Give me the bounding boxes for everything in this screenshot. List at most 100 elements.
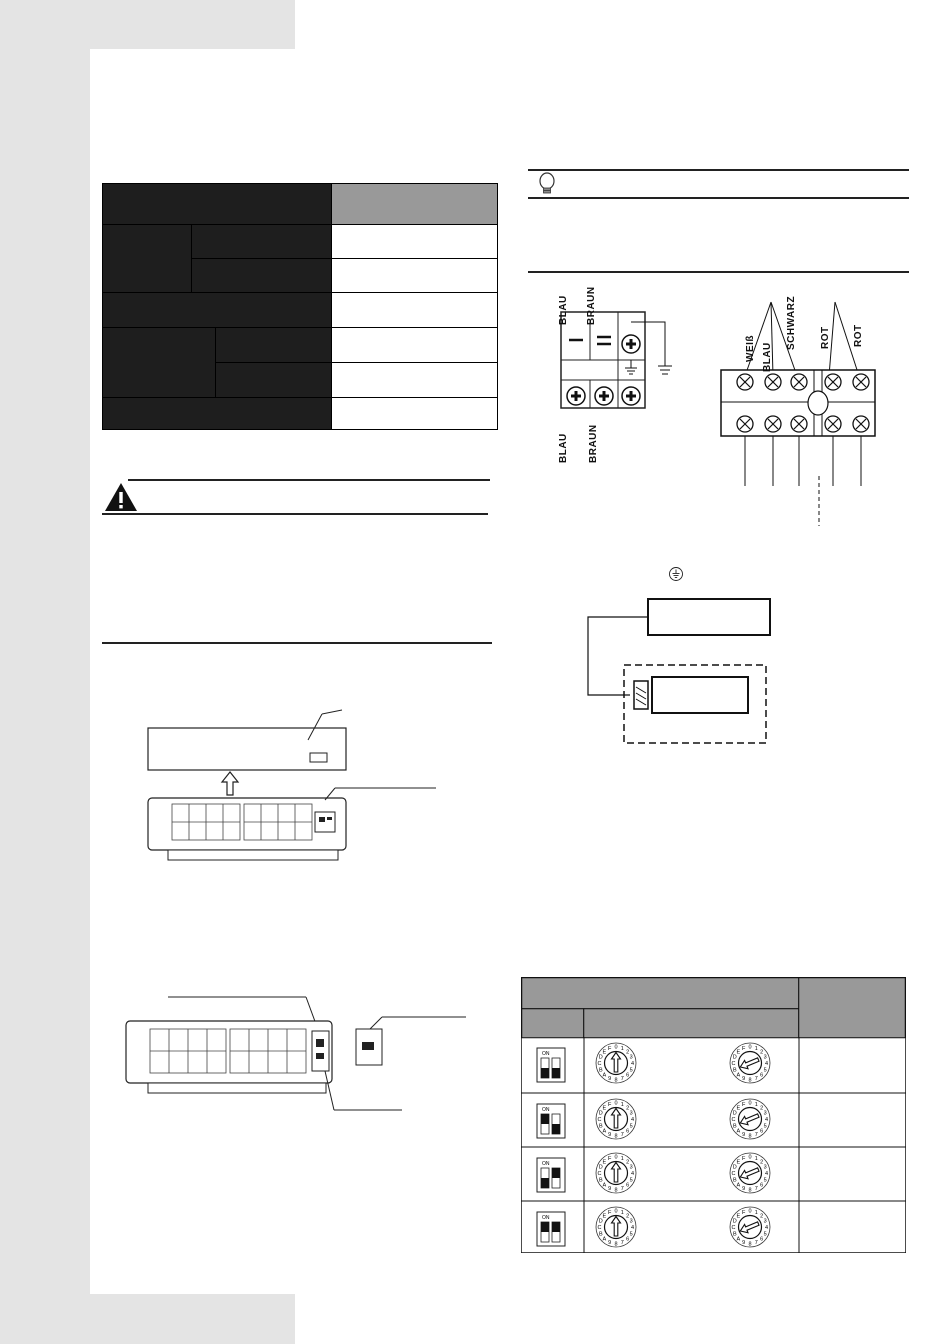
dial-digit: B <box>599 1231 603 1237</box>
dial-digit: A <box>602 1183 606 1189</box>
dial-digit: 4 <box>765 1225 768 1231</box>
dial-digit: 1 <box>755 1102 758 1108</box>
dial-digit: 1 <box>621 1102 624 1108</box>
dial-digit: 6 <box>760 1073 763 1079</box>
dial-digit: B <box>599 1123 603 1129</box>
dial-digit: 9 <box>608 1076 611 1082</box>
dial-digit: C <box>732 1117 736 1123</box>
lightbulb-icon <box>539 172 555 194</box>
dip-switch-icon: ON <box>536 1211 566 1247</box>
dial-digit: 7 <box>621 1076 624 1082</box>
dial-digit: 2 <box>626 1213 629 1219</box>
dial-digit: 0 <box>748 1101 751 1107</box>
dial-digit: 4 <box>765 1061 768 1067</box>
dial-digit: D <box>733 1111 737 1117</box>
dial-arrow <box>610 1215 622 1237</box>
dial-digit: 8 <box>748 1078 751 1084</box>
dial-digit: 0 <box>614 1101 617 1107</box>
dial-digit: 4 <box>631 1225 634 1231</box>
spec-table-header <box>102 183 332 225</box>
dial-digit: E <box>736 1213 740 1219</box>
dial-digit: E <box>602 1105 606 1111</box>
dial-digit: 5 <box>764 1231 767 1237</box>
dial-digit: 5 <box>630 1231 633 1237</box>
dial-digit: 2 <box>626 1049 629 1055</box>
dial-digit: A <box>602 1129 606 1135</box>
dial-digit: C <box>732 1225 736 1231</box>
dial-digit: A <box>602 1237 606 1243</box>
dial-digit: F <box>608 1210 612 1216</box>
dial-digit: D <box>733 1165 737 1171</box>
dial-digit: 0 <box>748 1155 751 1161</box>
dial-digit: A <box>736 1183 740 1189</box>
dial-digit: 2 <box>626 1159 629 1165</box>
dial-digit: B <box>733 1067 737 1073</box>
page-margin-left <box>0 0 90 1344</box>
dial-digit: 0 <box>748 1045 751 1051</box>
dial-digit: 1 <box>755 1210 758 1216</box>
dial-digit: 8 <box>748 1188 751 1194</box>
dial-digit: 5 <box>630 1123 633 1129</box>
dial-digit: E <box>602 1213 606 1219</box>
dial-digit: E <box>736 1159 740 1165</box>
indoor-unit-front-panel-figure <box>147 709 436 861</box>
dial-digit: 8 <box>614 1078 617 1084</box>
earth-symbol-icon <box>669 567 683 581</box>
spec-table-row <box>102 397 332 430</box>
page-margin-bottom <box>0 1294 295 1344</box>
terminal-label: BLAU <box>762 342 773 372</box>
terminal-label: BRAUN <box>588 424 599 463</box>
warning-top-rule <box>128 479 490 481</box>
dial-digit: D <box>599 1111 603 1117</box>
dial-digit: 8 <box>614 1242 617 1248</box>
spec-table-cell <box>191 258 332 293</box>
indoor-unit-wiring-cover-figure <box>125 996 466 1111</box>
dial-digit: 9 <box>608 1132 611 1138</box>
dial-digit: 3 <box>764 1111 767 1117</box>
dial-digit: 7 <box>755 1076 758 1082</box>
warning-bottom-rule <box>102 513 488 515</box>
dial-digit: 3 <box>764 1165 767 1171</box>
spec-table-cell <box>191 224 332 259</box>
dial-digit: D <box>599 1219 603 1225</box>
dial-digit: 9 <box>742 1240 745 1246</box>
dial-digit: 2 <box>760 1105 763 1111</box>
dip-on-label: ON <box>542 1107 550 1113</box>
page-margin-top <box>0 0 295 49</box>
dial-digit: 5 <box>764 1123 767 1129</box>
connection-block-diagram <box>587 598 771 744</box>
dial-digit: 7 <box>755 1132 758 1138</box>
dial-digit: 6 <box>626 1129 629 1135</box>
dial-digit: 5 <box>764 1067 767 1073</box>
dial-digit: 6 <box>760 1237 763 1243</box>
dial-digit: 6 <box>626 1237 629 1243</box>
dial-digit: F <box>608 1156 612 1162</box>
terminal-label: BRAUN <box>586 286 597 325</box>
dial-digit: B <box>599 1067 603 1073</box>
dial-digit: 2 <box>626 1105 629 1111</box>
dial-arrow <box>739 1221 760 1234</box>
terminal-label: ROT <box>820 326 831 349</box>
dial-digit: A <box>736 1129 740 1135</box>
dial-digit: 8 <box>614 1134 617 1140</box>
dial-digit: A <box>602 1073 606 1079</box>
dial-digit: E <box>736 1105 740 1111</box>
dial-digit: 3 <box>630 1165 633 1171</box>
spec-table-value-cell <box>331 327 498 363</box>
spec-table-value-cell <box>331 224 498 259</box>
dial-digit: 5 <box>630 1067 633 1073</box>
dial-digit: 8 <box>614 1188 617 1194</box>
dial-digit: 3 <box>764 1055 767 1061</box>
dial-digit: 3 <box>764 1219 767 1225</box>
dial-digit: 9 <box>608 1186 611 1192</box>
terminal-block-small <box>560 311 672 409</box>
dial-digit: F <box>608 1046 612 1052</box>
note-top-rule <box>528 169 909 171</box>
dial-digit: A <box>736 1237 740 1243</box>
dial-digit: F <box>608 1102 612 1108</box>
spec-table-value-cell <box>331 362 498 398</box>
